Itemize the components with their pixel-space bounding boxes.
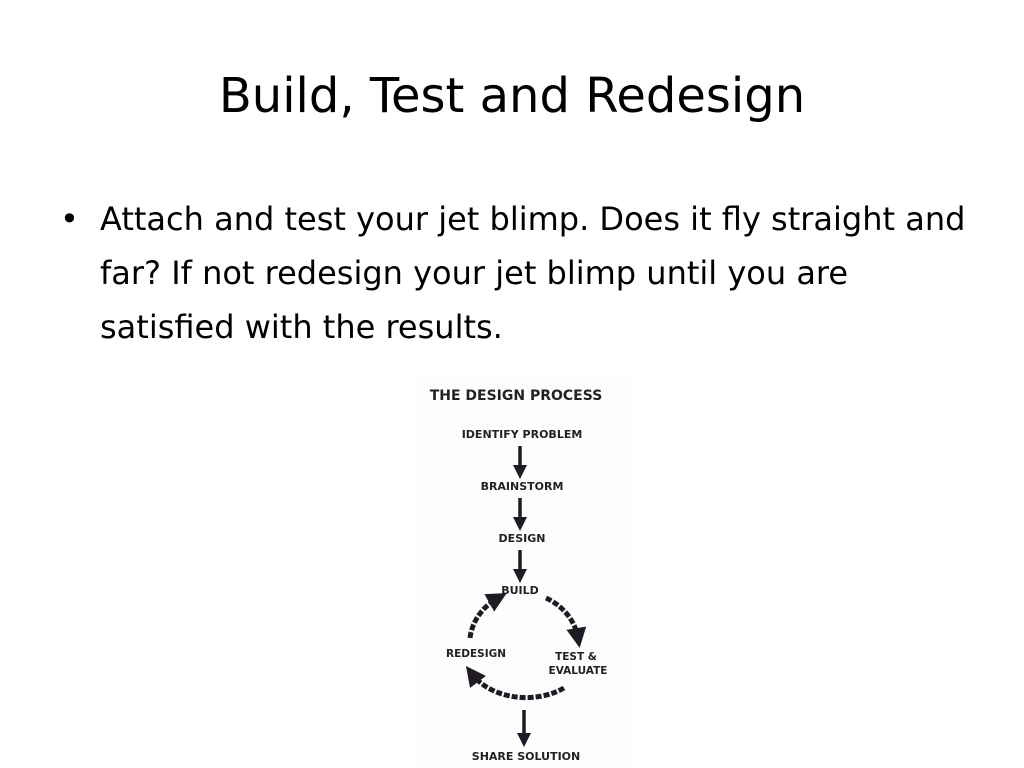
bullet-text: Attach and test your jet blimp. Does it …	[100, 200, 966, 346]
step-design: DESIGN	[499, 532, 546, 545]
step-test-line-2: EVALUATE	[549, 665, 608, 677]
diagram-title: THE DESIGN PROCESS	[430, 388, 603, 404]
step-test-line-1: TEST &	[555, 651, 597, 663]
cycle-arrow-test-to-redesign-icon	[465, 666, 566, 701]
cycle-arrow-build-to-test-icon	[544, 595, 587, 648]
cycle-arrow-redesign-to-build-icon	[467, 593, 507, 639]
design-process-svg: THE DESIGN PROCESS IDENTIFY PROBLEM BRAI…	[430, 388, 608, 763]
bullet-point-icon: •	[60, 200, 79, 238]
bullet-item: • Attach and test your jet blimp. Does i…	[60, 192, 980, 354]
bullet-list: • Attach and test your jet blimp. Does i…	[60, 192, 980, 354]
slide-title: Build, Test and Redesign	[218, 68, 806, 124]
design-process-diagram: THE DESIGN PROCESS IDENTIFY PROBLEM BRAI…	[418, 376, 630, 768]
step-redesign: REDESIGN	[446, 648, 506, 660]
step-identify-problem: IDENTIFY PROBLEM	[462, 428, 583, 441]
step-brainstorm: BRAINSTORM	[481, 480, 564, 493]
step-build: BUILD	[501, 584, 539, 597]
step-share-solution: SHARE SOLUTION	[472, 750, 580, 763]
